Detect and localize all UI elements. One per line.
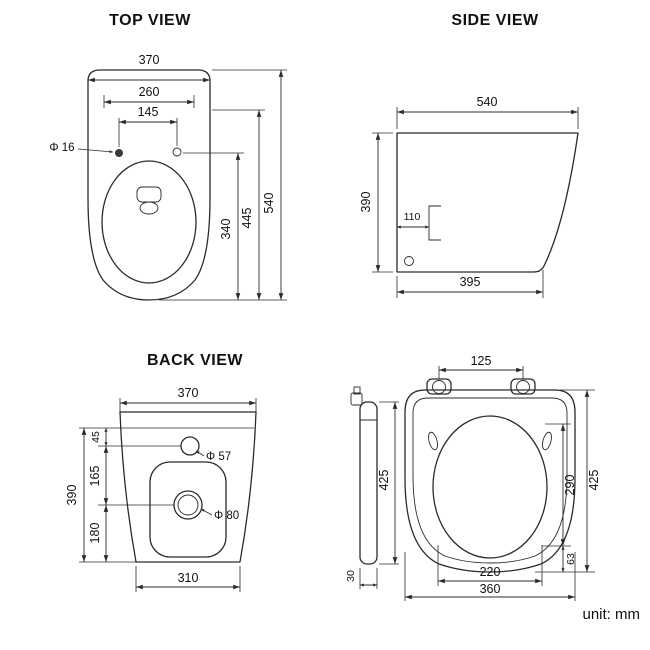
- seat-hinge-right-cap: [516, 380, 530, 394]
- hole-57-leader: [195, 450, 205, 457]
- back-view-drawing: 370 390 45 165 180 Φ 57 Φ 80 310: [65, 386, 257, 592]
- bv-165-label: 165: [88, 466, 102, 487]
- sv-390-label: 390: [359, 192, 373, 213]
- dim-540-label: 540: [262, 193, 276, 214]
- fixing-bolt: [404, 256, 414, 266]
- hole-80-leader: [200, 508, 213, 516]
- dim-260-label: 260: [139, 85, 160, 99]
- top-view-title: TOP VIEW: [109, 12, 191, 29]
- top-view-drawing: 370 260 145 Φ 16 540 445 340: [49, 53, 287, 301]
- dim-370-label: 370: [139, 53, 160, 67]
- unit-label: unit: mm: [582, 606, 640, 623]
- seat-lid-inner-ring: [412, 397, 568, 564]
- hole-dia-label: Φ 16: [49, 142, 74, 154]
- seat-hinge-right: [510, 378, 536, 395]
- seat-hinge-left-cap: [432, 380, 446, 394]
- seat-290-label: 290: [563, 475, 577, 496]
- seat-side-profile: [359, 401, 378, 565]
- hole-80-inner-circle: [177, 494, 199, 516]
- seat-lid-outline: [404, 389, 576, 573]
- flush-spud: [136, 186, 162, 203]
- seat-425R-label: 425: [587, 470, 601, 491]
- toilet-top-outline: [87, 69, 211, 301]
- seat-lid-dome: [432, 415, 548, 559]
- trapway-cover: [149, 461, 227, 558]
- seat-mount-hole-right: [172, 147, 182, 157]
- bv-390-label: 390: [65, 485, 79, 506]
- dim-445-label: 445: [240, 208, 254, 229]
- seat-360-label: 360: [480, 582, 501, 596]
- seat-hinge-left: [426, 378, 452, 395]
- back-view-title: BACK VIEW: [146, 352, 244, 369]
- dim-145-label: 145: [138, 105, 159, 119]
- bv-180-label: 180: [88, 523, 102, 544]
- seat-mount-hole-left: [115, 149, 123, 157]
- outlet-pipe: [428, 205, 441, 241]
- seat-30-label: 30: [345, 570, 357, 582]
- seat-220-label: 220: [480, 565, 501, 579]
- hole-57-label: Φ 57: [206, 451, 231, 463]
- seat-125-label: 125: [471, 354, 492, 368]
- bowl-outline: [101, 160, 197, 284]
- bv-310-label: 310: [178, 571, 199, 585]
- seat-63-label: 63: [565, 553, 577, 565]
- toilet-side-outline: [396, 132, 579, 273]
- seat-bumper-right: [542, 431, 552, 451]
- sv-110-label: 110: [404, 211, 421, 223]
- flush-spud-hole: [139, 201, 159, 215]
- toilet-back-outline: [119, 411, 257, 563]
- side-view-drawing: 540 390 110 395: [359, 95, 579, 298]
- hole-80-label: Φ 80: [214, 510, 239, 522]
- seat-bumper-left: [428, 431, 438, 451]
- side-view-title: SIDE VIEW: [451, 12, 539, 29]
- hole-dia-leader: [77, 148, 114, 154]
- hole-57-circle: [180, 436, 200, 456]
- seat-425L-label: 425: [377, 470, 391, 491]
- bv-45-label: 45: [90, 431, 102, 443]
- bv-370-label: 370: [178, 386, 199, 400]
- sv-395-label: 395: [460, 275, 481, 289]
- seat-view-drawing: 425 30 125 290 63 425 220: [345, 354, 601, 601]
- seat-hinge-pin: [350, 392, 363, 406]
- sv-540-label: 540: [477, 95, 498, 109]
- dim-340-label: 340: [219, 219, 233, 240]
- seat-hinge-pin-top: [353, 386, 361, 395]
